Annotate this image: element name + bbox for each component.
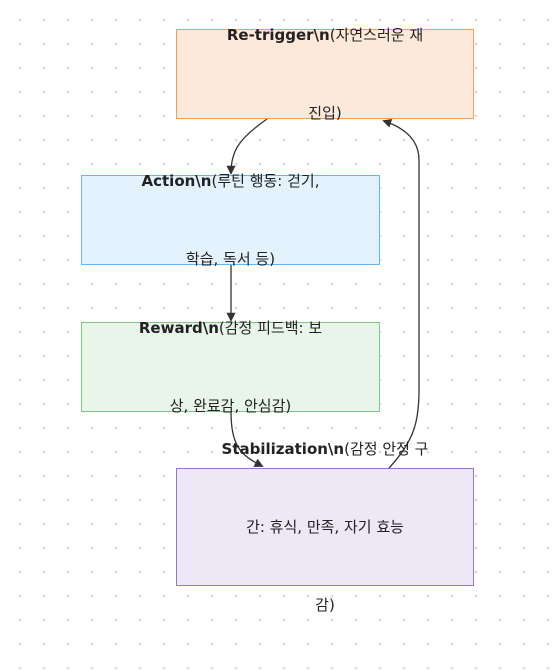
node-action-line1: Action\n(루틴 행동: 걷기,	[141, 172, 320, 190]
node-reward: Reward\n(감정 피드백: 보 상, 완료감, 안심감)	[81, 319, 380, 415]
edge-retrigger-to-action	[226, 118, 268, 175]
node-stabilization-line1: Stabilization\n(감정 안정 구	[221, 440, 429, 458]
node-action-line2: 학습, 독서 등)	[185, 250, 276, 268]
node-reward-line1: Reward\n(감정 피드백: 보	[138, 319, 323, 337]
node-keyword: Action\n	[141, 172, 212, 190]
node-reward-line2: 상, 완료감, 안심감)	[169, 397, 292, 415]
edge-reward-to-stabilization	[230, 411, 264, 467]
node-retrigger-line2: 진입)	[308, 104, 342, 122]
node-stabilization-line3: 감)	[315, 596, 335, 614]
node-stabilization: Stabilization\n(감정 안정 구 간: 휴식, 만족, 자기 효능…	[176, 440, 474, 614]
node-action: Action\n(루틴 행동: 걷기, 학습, 독서 등)	[81, 172, 380, 268]
node-keyword: Re-trigger\n	[226, 26, 330, 44]
node-retrigger-line1: Re-trigger\n(자연스러운 재	[226, 26, 424, 44]
flow-diagram: Re-trigger\n(자연스러운 재 진입) Action\n(루틴 행동:…	[81, 26, 474, 614]
node-stabilization-line2: 간: 휴식, 만족, 자기 효능	[246, 518, 404, 536]
node-keyword: Reward\n	[138, 319, 219, 337]
node-retrigger: Re-trigger\n(자연스러운 재 진입)	[176, 26, 474, 122]
node-keyword: Stabilization\n	[221, 440, 345, 458]
edge-stabilization-to-retrigger	[382, 118, 420, 469]
diagram-edges	[226, 118, 420, 469]
